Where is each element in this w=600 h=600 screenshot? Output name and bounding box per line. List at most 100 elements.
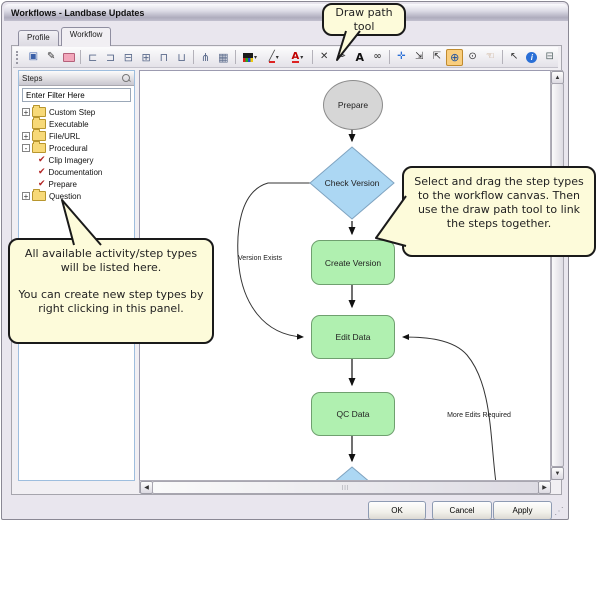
edge-more-edits [402, 334, 497, 480]
edit-step-icon: ✎ [46, 51, 56, 62]
steps-panel-header: Steps [19, 71, 134, 86]
tree-item-question[interactable]: +Question [22, 189, 82, 201]
node-edit-data[interactable]: Edit Data [311, 315, 395, 359]
apply-button[interactable]: Apply [493, 501, 552, 520]
toolbar: ▣ ✎ ⊏ ⊐ ⊟ ⊞ ⊓ ⊔ ⋔ ▦ ▾ ╱▾ A▾ ✕ ✒ A ∞ ✛ ⇲ … [13, 47, 558, 68]
center-view-icon: ✛ [397, 51, 406, 62]
zoom-dynamic-button[interactable]: ⊙ [464, 49, 481, 66]
dialog-title: Workflows - Landbase Updates [11, 7, 145, 18]
font-color-button[interactable]: A▾ [286, 49, 309, 66]
align-center-horizontal-icon: ⊟ [123, 50, 133, 64]
toolbar-grip-handle[interactable] [16, 50, 21, 64]
steps-tree: +Custom Step Executable +File/URL -Proce… [19, 104, 134, 202]
zoom-in-button[interactable]: ⊕ [446, 48, 464, 66]
scroll-up-button[interactable]: ▲ [551, 71, 564, 84]
pan-icon: ☜ [485, 51, 495, 62]
properties-window-icon: ▣ [28, 51, 39, 62]
resize-grip[interactable]: ⋰ [554, 506, 564, 517]
horizontal-scroll-thumb[interactable]: ||| [152, 481, 539, 494]
zoom-extents-button[interactable]: ⇱ [429, 49, 446, 66]
font-color-icon: A [291, 50, 300, 63]
layout-grid-icon: ▦ [218, 50, 229, 64]
expand-icon[interactable]: + [22, 108, 30, 117]
vertical-scroll-thumb[interactable] [551, 83, 564, 467]
collapse-icon[interactable]: - [22, 144, 30, 153]
node-next-decision-shape[interactable] [333, 466, 371, 480]
folder-icon [32, 129, 46, 141]
align-center-horizontal-button[interactable]: ⊟ [120, 49, 137, 66]
toolbar-separator [234, 50, 236, 64]
eraser-button[interactable] [61, 49, 78, 66]
folder-icon [32, 117, 46, 129]
cancel-button[interactable]: Cancel [432, 501, 492, 520]
tab-strip: Profile Workflow [18, 27, 113, 46]
line-color-icon: ╱ [268, 50, 275, 63]
ok-button[interactable]: OK [368, 501, 426, 520]
horizontal-scrollbar[interactable]: ◀ ||| ▶ [139, 480, 551, 494]
align-left-button[interactable]: ⊏ [84, 49, 101, 66]
tree-item-executable[interactable]: Executable [22, 117, 134, 130]
edge-label-more-edits: More Edits Required [447, 412, 511, 419]
vertical-scrollbar[interactable]: ▲ ▼ [550, 70, 564, 480]
zoom-extents-icon: ⇱ [432, 51, 442, 62]
toolbar-separator [311, 50, 313, 64]
draw-path-button[interactable]: ✒ [334, 49, 351, 66]
folder-icon [32, 189, 46, 201]
node-create-version[interactable]: Create Version [311, 240, 395, 285]
tree-item-prepare[interactable]: ✔Prepare [38, 179, 78, 189]
eraser-icon [62, 52, 75, 62]
expand-icon[interactable]: + [22, 192, 30, 201]
scroll-left-button[interactable]: ◀ [140, 481, 153, 494]
print-button[interactable]: ⊟ [541, 49, 558, 66]
find-button[interactable]: ∞ [369, 49, 386, 66]
toolbar-separator [388, 50, 390, 64]
expand-icon[interactable]: + [22, 132, 30, 141]
tree-item-documentation[interactable]: ✔Documentation [38, 167, 103, 177]
node-prepare[interactable]: Prepare [323, 80, 383, 130]
tree-item-clip-imagery[interactable]: ✔Clip Imagery [38, 155, 94, 165]
align-middle-button[interactable]: ⊓ [156, 49, 173, 66]
layout-grid-button[interactable]: ▦ [215, 49, 232, 66]
step-check-icon: ✔ [38, 179, 46, 189]
zoom-to-fit-icon: ⇲ [414, 51, 424, 62]
align-center-vertical-button[interactable]: ⊞ [138, 49, 155, 66]
folder-icon [32, 105, 46, 117]
dropdown-arrow-icon: ▾ [275, 54, 279, 61]
distribute-horizontal-button[interactable]: ⊔ [173, 49, 190, 66]
tab-profile[interactable]: Profile [18, 30, 59, 46]
toolbar-separator [501, 50, 503, 64]
center-view-button[interactable]: ✛ [393, 49, 410, 66]
edge-version-exists [237, 182, 310, 340]
node-check-version-shape[interactable] [309, 146, 395, 220]
edit-step-button[interactable]: ✎ [43, 49, 60, 66]
line-color-button[interactable]: ╱▾ [262, 49, 285, 66]
align-right-button[interactable]: ⊐ [102, 49, 119, 66]
pointer-button[interactable]: ↖ [506, 49, 523, 66]
scroll-right-button[interactable]: ▶ [538, 481, 551, 494]
callout-steps-panel-info: All available activity/step types will b… [8, 238, 214, 344]
delete-button[interactable]: ✕ [316, 49, 333, 66]
info-icon: i [526, 51, 538, 63]
fill-color-icon [243, 52, 254, 62]
find-icon: ∞ [373, 51, 382, 62]
node-qc-data[interactable]: QC Data [311, 392, 395, 436]
align-middle-icon: ⊓ [159, 50, 169, 64]
tree-item-custom-step[interactable]: +Custom Step [22, 105, 96, 117]
filter-icon[interactable] [121, 73, 131, 83]
tree-item-procedural[interactable]: -Procedural [22, 141, 134, 154]
tab-workflow[interactable]: Workflow [60, 27, 112, 46]
tree-item-file-url[interactable]: +File/URL [22, 129, 81, 141]
pan-button[interactable]: ☜ [482, 49, 499, 66]
dialog-titlebar[interactable]: Workflows - Landbase Updates [4, 4, 568, 21]
zoom-to-fit-button[interactable]: ⇲ [411, 49, 428, 66]
toolbar-separator [80, 50, 82, 64]
font-button[interactable]: A [351, 49, 368, 66]
steps-panel-title: Steps [22, 73, 43, 83]
properties-window-button[interactable]: ▣ [25, 49, 42, 66]
filter-input[interactable] [22, 88, 131, 102]
scroll-down-button[interactable]: ▼ [551, 467, 564, 480]
fill-color-button[interactable]: ▾ [239, 49, 262, 66]
draw-path-icon: ✒ [337, 51, 347, 62]
layout-hierarchy-button[interactable]: ⋔ [197, 49, 214, 66]
info-button[interactable]: i [524, 49, 541, 66]
